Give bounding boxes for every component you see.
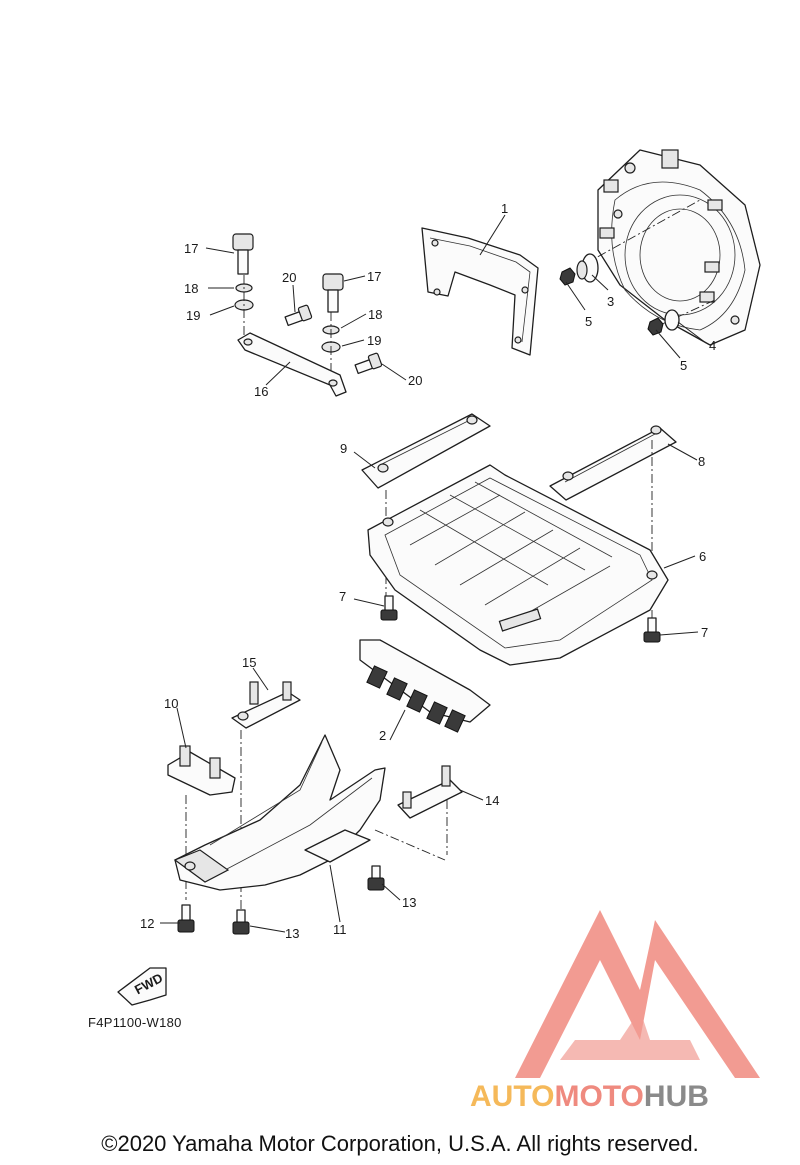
- callout-19-right: 19: [367, 333, 381, 348]
- callout-1: 1: [501, 201, 508, 216]
- deck-part-6: [367, 464, 669, 666]
- bolt-part-17-left: [232, 233, 254, 275]
- bolt-part-7-left: [380, 595, 398, 621]
- duct-part-11: [173, 734, 386, 891]
- mount-part-14: [397, 765, 463, 819]
- rail-part-8: [549, 425, 677, 501]
- callout-7-right: 7: [701, 625, 708, 640]
- plate-part-1: [421, 227, 539, 356]
- callout-19-left: 19: [186, 308, 200, 323]
- watermark-text: AUTOMOTOHUB: [470, 1080, 709, 1114]
- bolt-part-12: [177, 904, 195, 933]
- callout-16: 16: [254, 384, 268, 399]
- callout-7-left: 7: [339, 589, 346, 604]
- callout-9: 9: [340, 441, 347, 456]
- watermark-auto: AUTO: [470, 1080, 555, 1113]
- callout-13-left: 13: [285, 926, 299, 941]
- callout-15: 15: [242, 655, 256, 670]
- pad-part-10: [167, 745, 236, 796]
- callout-3: 3: [607, 294, 614, 309]
- rail-part-9: [361, 413, 491, 489]
- nut-part-5-upper: [559, 267, 576, 286]
- foam-part-2: [359, 639, 491, 733]
- fwd-arrow-icon: FWD: [117, 967, 167, 1006]
- callout-18-right: 18: [368, 307, 382, 322]
- leader-lines: [160, 214, 707, 933]
- callout-5-upper: 5: [585, 314, 592, 329]
- callout-12: 12: [140, 916, 154, 931]
- callout-17-right: 17: [367, 269, 381, 284]
- callout-17-left: 17: [184, 241, 198, 256]
- callout-10: 10: [164, 696, 178, 711]
- callout-20-lower: 20: [408, 373, 422, 388]
- callout-11: 11: [333, 922, 347, 937]
- callout-2: 2: [379, 728, 386, 743]
- bolt-part-7-right: [643, 617, 661, 643]
- bolt-part-13-left: [232, 909, 250, 935]
- figure-code: F4P1100-W180: [88, 1015, 182, 1030]
- callout-18-left: 18: [184, 281, 198, 296]
- copyright-notice: ©2020 Yamaha Motor Corporation, U.S.A. A…: [101, 1131, 699, 1156]
- bolt-part-20-upper: [284, 304, 313, 327]
- bolt-part-17-right: [322, 273, 344, 313]
- callouts: 1 2 3 4 5 5 6 7 7 8 9 10 11 12 13 13 14 …: [140, 201, 716, 941]
- engine-flange-housing: [597, 149, 761, 346]
- callout-6: 6: [699, 549, 706, 564]
- callout-14: 14: [485, 793, 499, 808]
- bolt-part-20-lower: [354, 352, 383, 375]
- bracket-part-16: [237, 332, 347, 397]
- callout-8: 8: [698, 454, 705, 469]
- damper-part-3: [576, 253, 599, 283]
- watermark-hub: HUB: [643, 1080, 709, 1113]
- bracket-part-15: [231, 681, 301, 729]
- washer-part-4: [664, 309, 680, 331]
- callout-5-lower: 5: [680, 358, 687, 373]
- callout-13-right: 13: [402, 895, 416, 910]
- watermark-moto: MOTO: [554, 1080, 644, 1113]
- bolt-part-13-right: [367, 865, 385, 891]
- nut-part-5-lower: [647, 317, 664, 336]
- callout-20-upper: 20: [282, 270, 296, 285]
- callout-4: 4: [709, 338, 716, 353]
- automotohub-logo: [515, 910, 760, 1078]
